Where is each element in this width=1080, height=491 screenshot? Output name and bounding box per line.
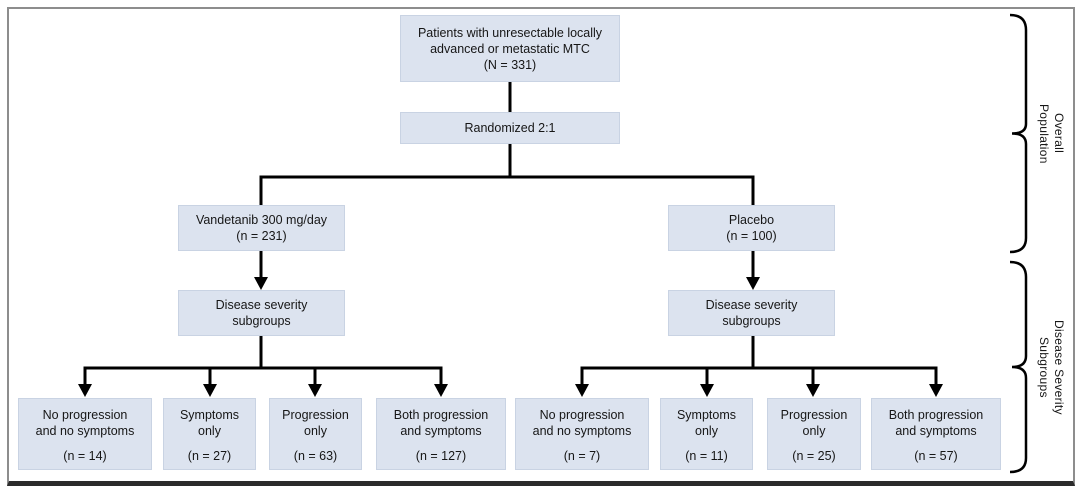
node-dss-left: Disease severity subgroups — [178, 290, 345, 336]
node-randomized-label: Randomized 2:1 — [464, 121, 556, 135]
side-label-overall-line2: Population — [1037, 103, 1051, 164]
arrowhead-right-2 — [700, 384, 714, 397]
side-label-subgroups-line2: Subgroups — [1037, 336, 1051, 398]
side-label-subgroups-line1: Disease Severity — [1052, 319, 1066, 415]
arrowhead-left-1 — [78, 384, 92, 397]
arrowhead-left-3 — [308, 384, 322, 397]
node-v-subgroup-both: Both progression and symptoms (n = 127) — [376, 398, 506, 470]
arrowhead-left-2 — [203, 384, 217, 397]
subgroup-label-line2: only — [198, 424, 221, 438]
node-patients-line2: advanced or metastatic MTC — [430, 41, 590, 56]
connector-left-split — [83, 366, 443, 386]
node-placebo-n: (n = 100) — [726, 229, 777, 243]
node-placebo-label: Placebo — [728, 213, 775, 227]
node-p-subgroup-symptoms-only: Symptoms only (n = 11) — [660, 398, 753, 470]
arrowhead-vandetanib-dss — [254, 277, 268, 290]
side-label-disease-severity-subgroups: Disease Severity Subgroups — [1030, 262, 1072, 472]
subgroup-label-line2: and no symptoms — [35, 424, 135, 438]
node-dss-right-line1: Disease severity — [705, 298, 798, 312]
subgroup-label-line1: Progression — [780, 408, 848, 422]
node-v-subgroup-no-prog-no-symp: No progression and no symptoms (n = 14) — [18, 398, 152, 470]
node-vandetanib: Vandetanib 300 mg/day (n = 231) — [178, 205, 345, 251]
node-placebo: Placebo (n = 100) — [668, 205, 835, 251]
subgroup-n: (n = 57) — [914, 449, 958, 463]
node-p-subgroup-progression-only: Progression only (n = 25) — [767, 398, 861, 470]
bracket-disease-severity-subgroups — [1009, 260, 1028, 474]
subgroup-label-line1: Progression — [282, 408, 349, 422]
node-p-subgroup-no-prog-no-symp: No progression and no symptoms (n = 7) — [515, 398, 649, 470]
node-patients-line1: Patients with unresectable locally — [417, 25, 603, 40]
subgroup-label-line1: No progression — [42, 408, 128, 422]
bracket-overall-population — [1009, 13, 1028, 254]
node-dss-right-line2: subgroups — [722, 314, 781, 328]
subgroup-label-line1: Symptoms — [676, 408, 737, 422]
subgroup-label-line1: Symptoms — [179, 408, 240, 422]
node-patients-n: (N = 331) — [483, 57, 537, 72]
subgroup-n: (n = 7) — [563, 449, 601, 463]
node-v-subgroup-symptoms-only: Symptoms only (n = 27) — [163, 398, 256, 470]
subgroup-n: (n = 25) — [792, 449, 836, 463]
node-vandetanib-n: (n = 231) — [236, 229, 287, 243]
subgroup-n: (n = 63) — [293, 449, 338, 463]
node-vandetanib-label: Vandetanib 300 mg/day — [195, 213, 328, 227]
subgroup-label-line1: Both progression — [393, 408, 489, 422]
subgroup-n: (n = 127) — [415, 449, 467, 463]
node-dss-left-line1: Disease severity — [215, 298, 308, 312]
subgroup-n: (n = 11) — [685, 449, 728, 463]
subgroup-label-line2: and symptoms — [895, 424, 977, 438]
node-dss-right: Disease severity subgroups — [668, 290, 835, 336]
subgroup-n: (n = 14) — [63, 449, 107, 463]
arrowhead-right-1 — [575, 384, 589, 397]
subgroup-label-line2: and no symptoms — [532, 424, 632, 438]
subgroup-n: (n = 27) — [187, 449, 232, 463]
arrowhead-right-4 — [929, 384, 943, 397]
node-patients: Patients with unresectable locally advan… — [400, 15, 620, 82]
node-p-subgroup-both: Both progression and symptoms (n = 57) — [871, 398, 1001, 470]
subgroup-label-line2: and symptoms — [400, 424, 482, 438]
node-v-subgroup-progression-only: Progression only (n = 63) — [269, 398, 362, 470]
subgroup-label-line2: only — [695, 424, 718, 438]
subgroup-label-line2: only — [802, 424, 826, 438]
side-label-overall-population: Overall Population — [1030, 15, 1072, 252]
subgroup-label-line1: No progression — [539, 408, 625, 422]
side-label-overall-line1: Overall — [1052, 113, 1066, 154]
arrowhead-placebo-dss — [746, 277, 760, 290]
arrowhead-right-3 — [806, 384, 820, 397]
connector-right-split — [580, 366, 938, 386]
node-randomized: Randomized 2:1 — [400, 112, 620, 144]
subgroup-label-line2: only — [304, 424, 327, 438]
subgroup-label-line1: Both progression — [888, 408, 984, 422]
connector-randomized-split — [259, 175, 755, 205]
brackets — [1009, 13, 1028, 474]
arrowhead-left-4 — [434, 384, 448, 397]
node-dss-left-line2: subgroups — [232, 314, 291, 328]
